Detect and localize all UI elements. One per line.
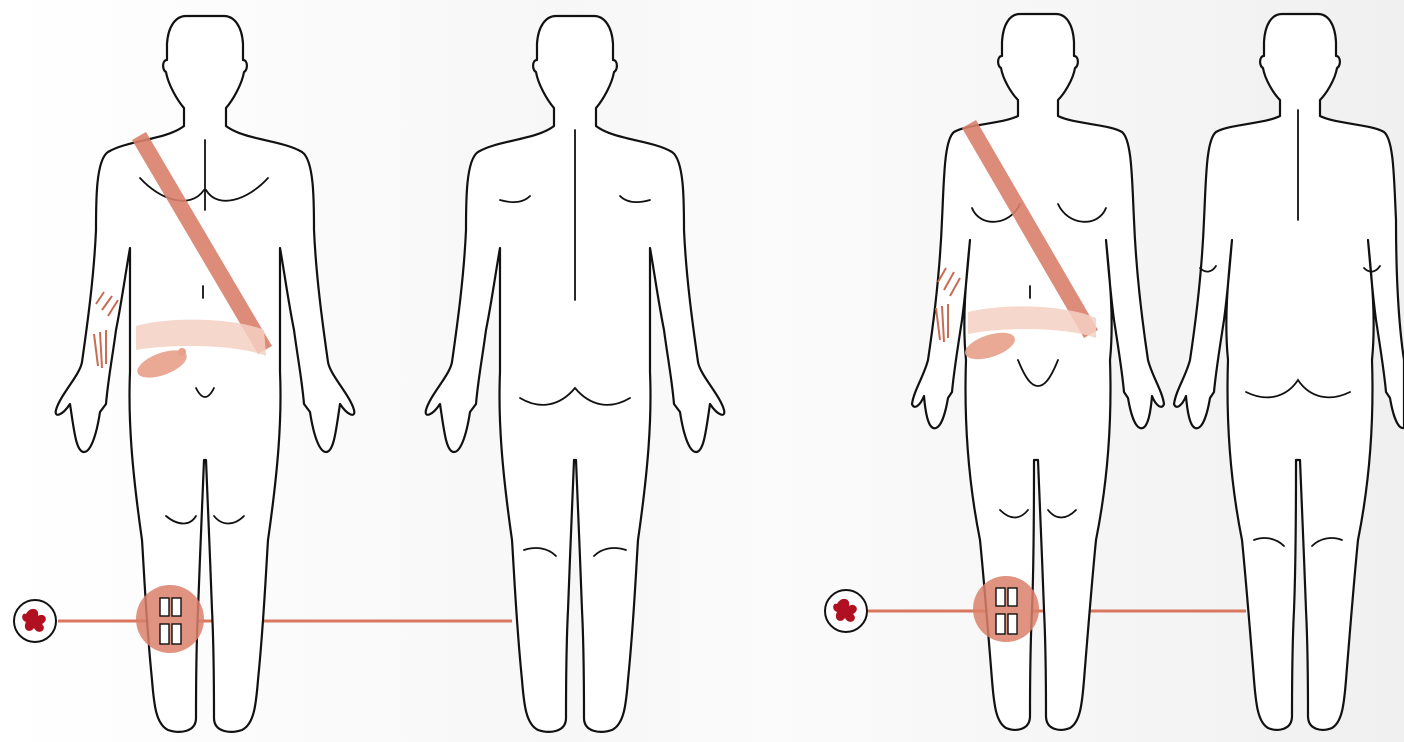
fracture-symbol-icon[interactable] [825,590,867,632]
male-back-figure [426,16,725,732]
male-front-figure [56,16,355,732]
female-back-figure [1174,14,1404,730]
fracture-symbol-icon[interactable] [14,600,56,642]
female-front-figure [912,14,1164,730]
shin-fracture-male [136,585,204,653]
shin-fracture-female [973,576,1039,642]
